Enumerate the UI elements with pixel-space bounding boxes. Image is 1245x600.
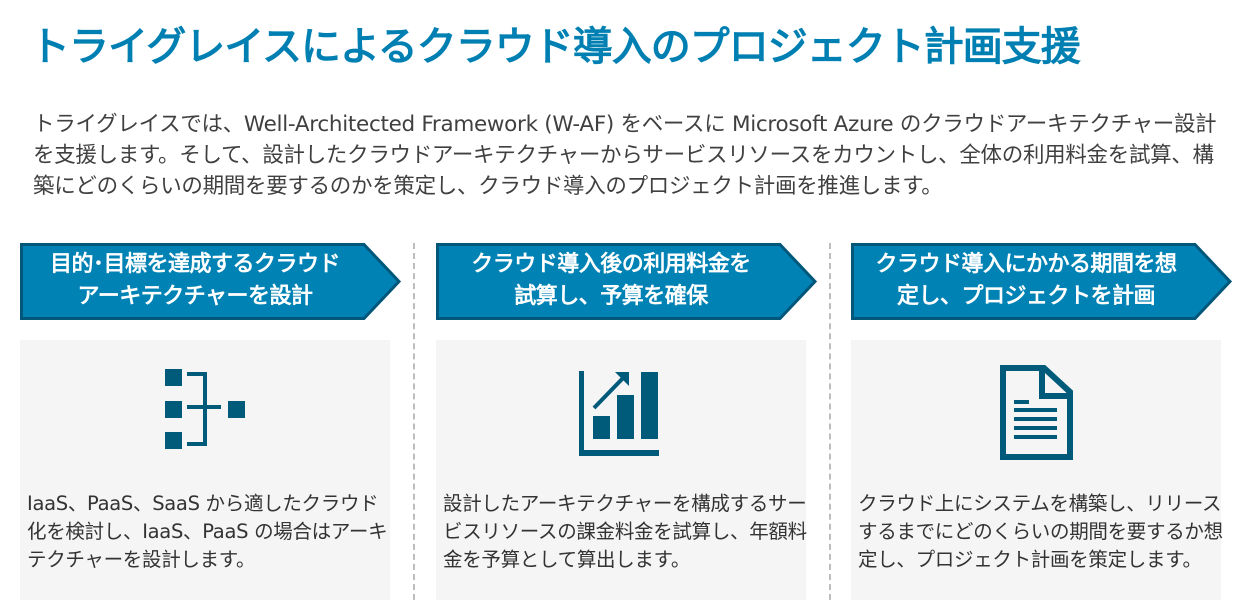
step-heading-arrow: 目的･目標を達成するクラウドアーキテクチャーを設計	[20, 243, 402, 320]
description-panel: クラウド上にシステムを構築し、リリースするまでにどのくらいの期間を要するか想定し…	[851, 340, 1223, 600]
page-title: トライグレイスによるクラウド導入のプロジェクト計画支援	[30, 24, 1081, 70]
heading-line: 試算し、予算を確保	[514, 284, 708, 309]
description-text: クラウド上にシステムを構築し、リリースするまでにどのくらいの期間を要するか想定し…	[858, 492, 1223, 571]
heading-line: アーキテクチャーを設計	[77, 284, 313, 309]
divider	[829, 243, 831, 600]
description-panel: 設計したアーキテクチャーを構成するサービスリソースの課金料金を試算し、年額料金を…	[436, 340, 807, 600]
service-column-schedule: クラウド導入にかかる期間を想定し、プロジェクトを計画 クラウド上にシステムを構築…	[851, 243, 1233, 600]
heading-line: クラウド導入後の利用料金を	[471, 252, 751, 277]
service-column-cost: クラウド導入後の利用料金を試算し、予算を確保 設計したアーキテクチャーを構成する…	[436, 243, 818, 600]
document-icon	[1000, 365, 1073, 460]
hierarchy-icon	[165, 369, 245, 449]
description-panel: IaaS、PaaS、SaaS から適したクラウド化を検討し、IaaS、PaaS …	[20, 340, 390, 600]
heading-line: 定し、プロジェクトを計画	[896, 284, 1156, 309]
step-heading-arrow: クラウド導入にかかる期間を想定し、プロジェクトを計画	[851, 243, 1233, 320]
intro-paragraph: トライグレイスでは、Well-Architected Framework (W-…	[33, 112, 1217, 199]
heading-line: クラウド導入にかかる期間を想	[875, 252, 1177, 277]
description-text: IaaS、PaaS、SaaS から適したクラウド化を検討し、IaaS、PaaS …	[27, 492, 388, 571]
service-column-architecture: 目的･目標を達成するクラウドアーキテクチャーを設計 IaaS、PaaS、SaaS…	[20, 243, 402, 600]
heading-line: 目的･目標を達成するクラウド	[49, 252, 341, 277]
description-text: 設計したアーキテクチャーを構成するサービスリソースの課金料金を試算し、年額料金を…	[443, 492, 807, 571]
bar-chart-growth-icon	[579, 371, 659, 456]
divider	[413, 243, 415, 600]
step-heading-arrow: クラウド導入後の利用料金を試算し、予算を確保	[436, 243, 818, 320]
